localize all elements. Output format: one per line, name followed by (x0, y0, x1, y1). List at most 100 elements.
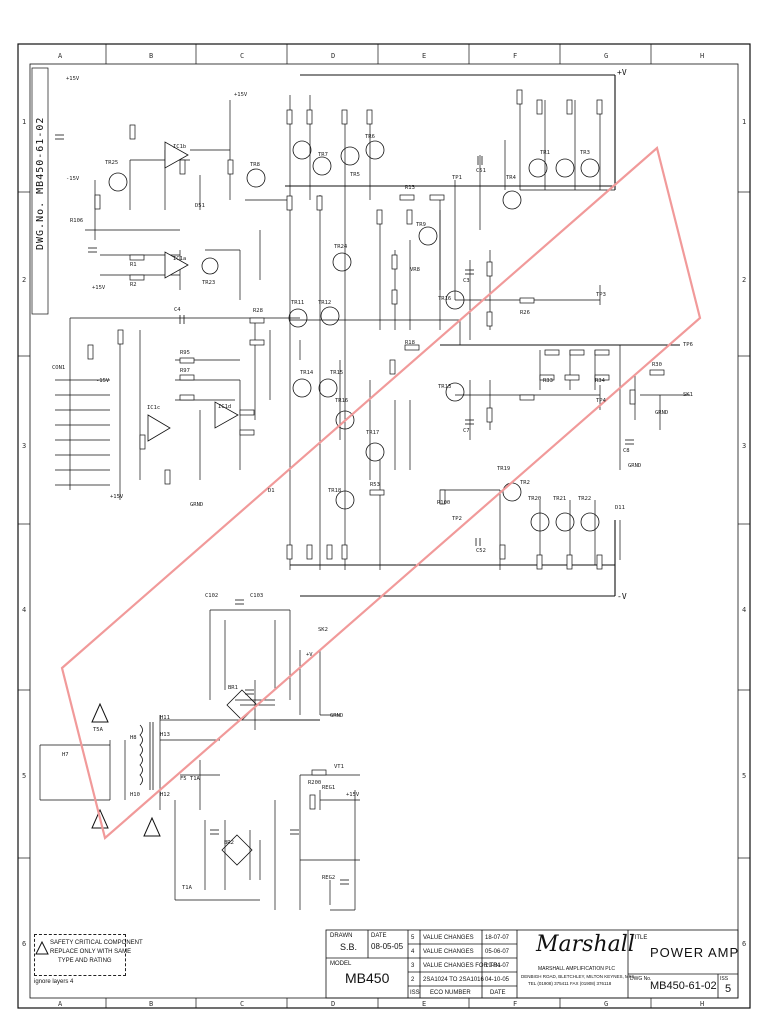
row-label: 4 (22, 606, 27, 614)
component-ref: TP2 (452, 516, 462, 522)
safety-warning-line2: REPLACE ONLY WITH SAME (50, 949, 132, 955)
column-label: E (422, 52, 427, 60)
supply-label: GRND (190, 502, 204, 508)
component-ref: CON1 (52, 365, 66, 371)
column-label: D (331, 1000, 336, 1008)
component-ref: H7 (62, 752, 69, 758)
date-value: 08-05-05 (371, 942, 404, 951)
revision-desc: 2SA1024 TO 2SA1016 (423, 977, 484, 983)
component-ref: TP4 (596, 398, 606, 404)
outer-border (17, 43, 751, 1009)
revision-no: 2 (411, 977, 415, 983)
component-ref: F5 T1A (180, 776, 200, 782)
component-ref: TR6 (365, 134, 375, 140)
row-label: 2 (742, 276, 747, 284)
component-ref: R18 (405, 340, 415, 346)
revision-no: 5 (411, 935, 415, 941)
component-ref: R2 (130, 282, 137, 288)
component-ref: SK1 (683, 392, 693, 398)
component-ref: R53 (370, 482, 380, 488)
title-block-frame (325, 929, 739, 999)
component-ref: R33 (543, 378, 553, 384)
revision-no: 3 (411, 963, 415, 969)
dwg-number-vertical: DWG.No. MB450-61-02 (35, 116, 46, 250)
component-ref: IC1c (147, 405, 161, 411)
column-label: F (513, 1000, 518, 1008)
column-label: H (700, 52, 705, 60)
circuit-wiring (39, 90, 690, 911)
row-label: 2 (22, 276, 27, 284)
component-ref: TR8 (250, 162, 260, 168)
supply-label: +15V (234, 92, 248, 98)
row-label: 6 (742, 940, 747, 948)
component-ref: D51 (195, 203, 205, 209)
component-ref: H10 (130, 792, 140, 798)
transistor-symbols (108, 140, 600, 532)
component-ref: H13 (160, 732, 170, 738)
revision-desc: VALUE CHANGES (423, 935, 474, 941)
component-ref: H12 (160, 792, 170, 798)
row-label: 4 (742, 606, 747, 614)
supply-label: GRND (655, 410, 669, 416)
component-ref: TP1 (452, 175, 462, 181)
grid-ticks (18, 44, 750, 1008)
safety-warning-line1: SAFETY CRITICAL COMPONENT (50, 940, 143, 946)
component-ref: BR2 (224, 840, 234, 846)
eco-date-label: DATE (490, 990, 506, 996)
component-ref: C51 (476, 168, 486, 174)
component-ref: C8 (623, 448, 630, 454)
warning-triangles (35, 702, 161, 955)
power-rails (285, 74, 680, 597)
supply-label: +15V (110, 494, 124, 500)
component-ref: R1 (130, 262, 137, 268)
company-contact: TEL (01908) 375411 FAX (01908) 376118 (528, 981, 612, 986)
component-ref: IC1a (173, 256, 187, 262)
component-ref: IC1b (173, 144, 187, 150)
company-address: DENBIGH ROAD, BLETCHLEY, MILTON KEYNES, … (521, 974, 635, 979)
revision-no: 4 (411, 949, 415, 955)
component-ref: TR15 (330, 370, 344, 376)
component-ref: TR9 (416, 222, 426, 228)
component-ref: IC1d (218, 404, 232, 410)
component-ref: TR11 (291, 300, 305, 306)
component-ref: BR1 (228, 685, 238, 691)
capacitor-symbols (55, 134, 634, 885)
column-label: H (700, 1000, 705, 1008)
supply-label: GRND (330, 713, 344, 719)
component-ref: T1A (182, 885, 192, 891)
component-ref: TR5 (350, 172, 360, 178)
component-ref: TR16 (335, 398, 349, 404)
component-ref: TR18 (328, 488, 342, 494)
inner-border (29, 63, 739, 999)
component-ref: REG2 (322, 875, 336, 881)
supply-label: +V (306, 652, 313, 658)
row-label: 6 (22, 940, 27, 948)
component-ref: TR21 (553, 496, 567, 502)
component-ref: TR19 (497, 466, 511, 472)
column-label: E (422, 1000, 427, 1008)
row-label: 3 (742, 442, 747, 450)
column-label: C (240, 1000, 245, 1008)
revision-date: 18-07-07 (485, 935, 510, 941)
column-label: G (604, 1000, 609, 1008)
date-label: DATE (371, 933, 387, 939)
component-ref: C4 (174, 307, 181, 313)
row-label: 5 (742, 772, 747, 780)
component-ref: TR24 (334, 244, 348, 250)
supply-label: -15V (96, 378, 110, 384)
component-ref: TR7 (318, 152, 328, 158)
component-ref: R28 (253, 308, 263, 314)
drawn-label: DRAWN (330, 933, 353, 939)
component-ref: R97 (180, 368, 190, 374)
supply-label: +15V (346, 792, 360, 798)
footnote: ignore layers 4 (34, 979, 74, 985)
dwg-no-value: MB450-61-02 (650, 980, 717, 992)
component-ref: H11 (160, 715, 170, 721)
supply-label: -15V (66, 176, 80, 182)
row-label: 3 (22, 442, 27, 450)
supply-label: +15V (66, 76, 80, 82)
column-label: A (58, 1000, 63, 1008)
component-ref: R100 (437, 500, 451, 506)
row-label: 5 (22, 772, 27, 780)
